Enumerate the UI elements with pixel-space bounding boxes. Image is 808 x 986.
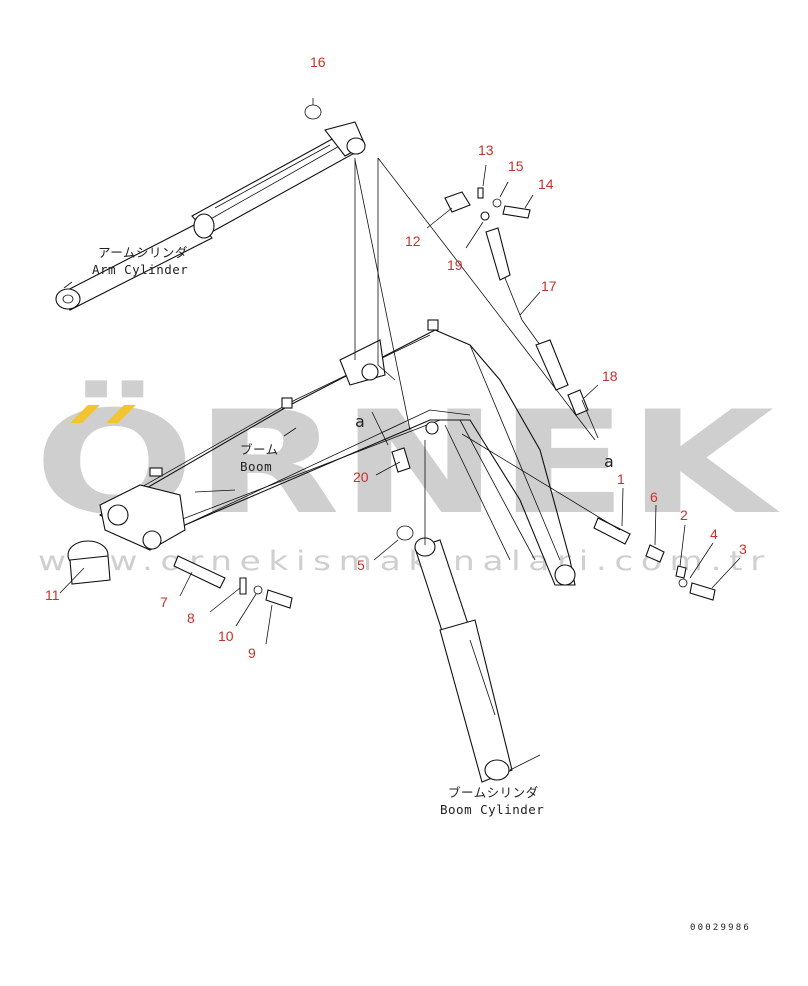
drawing-code: 00029986 — [690, 923, 751, 933]
callout-2: 2 — [680, 507, 688, 523]
arm-cylinder-label-en: Arm Cylinder — [92, 262, 188, 277]
callout-5: 5 — [357, 557, 365, 573]
small-parts — [67, 104, 716, 609]
callout-14: 14 — [538, 176, 554, 192]
callout-13: 13 — [478, 142, 494, 158]
callout-16: 16 — [310, 54, 326, 70]
arm-cylinder-label-jp: アームシリンダ — [98, 245, 188, 260]
callout-3: 3 — [739, 541, 747, 557]
callout-20: 20 — [353, 469, 369, 485]
watermark-accent-left — [70, 405, 100, 423]
callout-6: 6 — [650, 489, 658, 505]
reference-a-right: a — [604, 452, 614, 471]
callout-12: 12 — [405, 233, 421, 249]
arm-cylinder — [55, 121, 366, 311]
boom — [98, 319, 576, 586]
boom-cylinder — [414, 537, 513, 783]
callout-1: 1 — [617, 471, 625, 487]
boom-label-en: Boom — [240, 459, 272, 474]
callout-4: 4 — [710, 526, 718, 542]
callout-15: 15 — [508, 158, 524, 174]
callout-10: 10 — [218, 628, 234, 644]
boom-label-jp: ブーム — [240, 442, 279, 457]
boom-cylinder-label-jp: ブームシリンダ — [448, 785, 539, 800]
reference-a-left: a — [355, 412, 365, 431]
leader-lines — [59, 98, 741, 771]
part-labels: アームシリンダ Arm Cylinder ブーム Boom ブームシリンダ Bo… — [92, 245, 614, 817]
watermark-accent-right — [106, 405, 136, 423]
callout-7: 7 — [160, 594, 168, 610]
callout-18: 18 — [602, 368, 618, 384]
callout-numbers: 1 2 3 4 5 6 7 8 9 10 11 12 13 14 15 16 1… — [45, 54, 747, 661]
boom-cylinder-label-en: Boom Cylinder — [440, 802, 544, 817]
callout-9: 9 — [248, 645, 256, 661]
callout-11: 11 — [45, 587, 60, 603]
callout-17: 17 — [541, 278, 557, 294]
callout-19: 19 — [447, 257, 463, 273]
callout-8: 8 — [187, 610, 195, 626]
watermark-url: www.ornekismakinalari.com.tr — [38, 546, 772, 577]
